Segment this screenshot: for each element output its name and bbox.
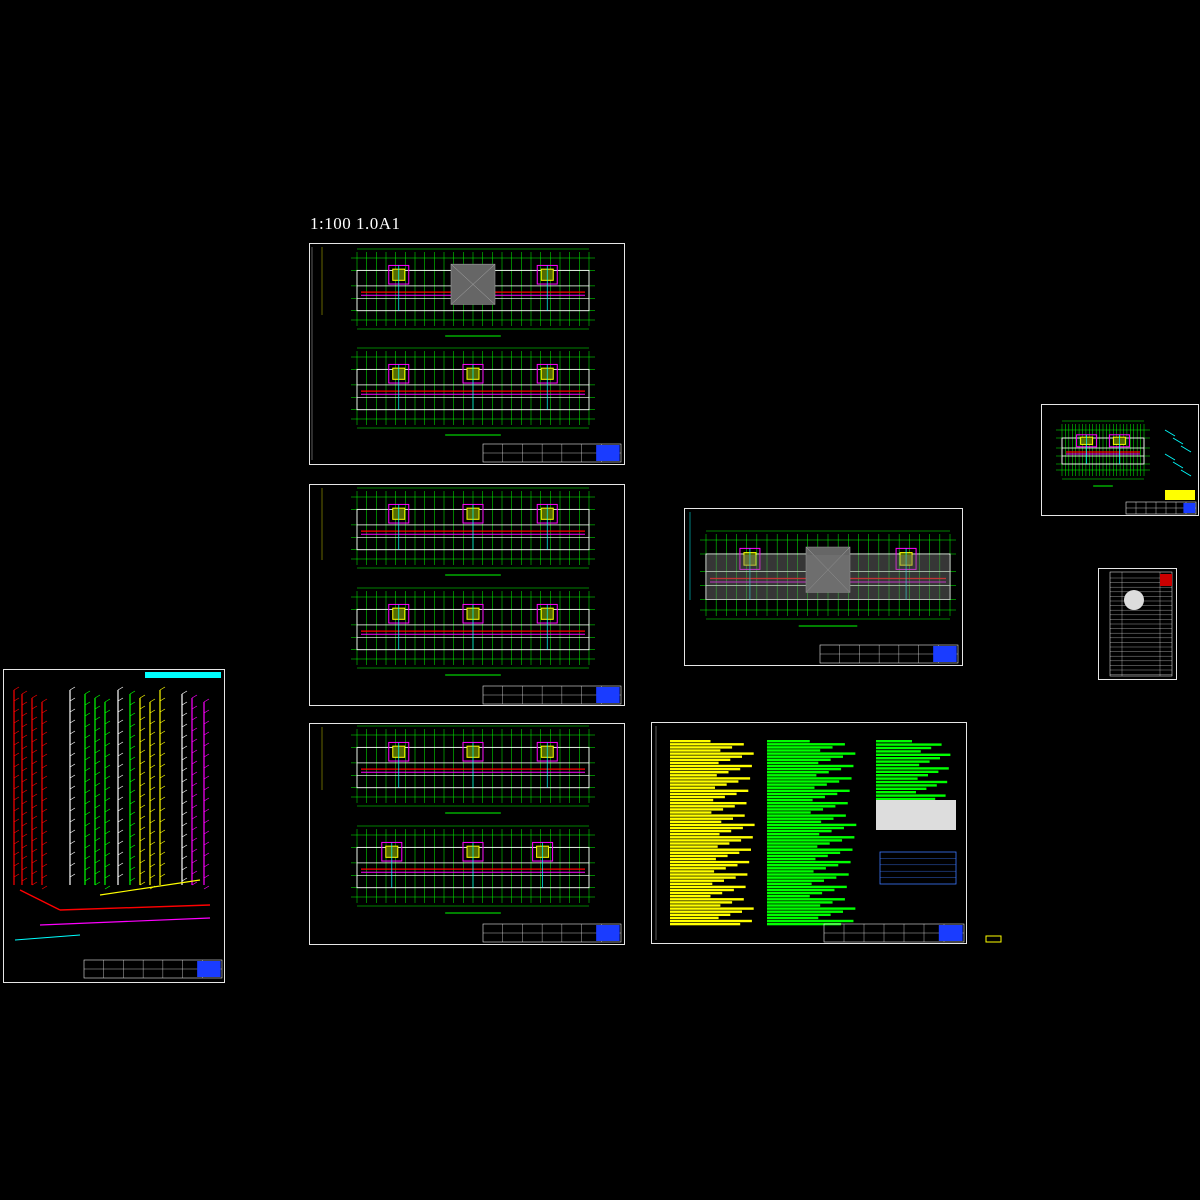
scale-label: 1:100 1.0A1 — [310, 214, 401, 233]
sheet-floor-plans-lower[interactable] — [309, 723, 625, 945]
sheet-floor-plans-middle[interactable] — [309, 484, 625, 706]
sheet-riser-diagram[interactable] — [3, 669, 225, 983]
